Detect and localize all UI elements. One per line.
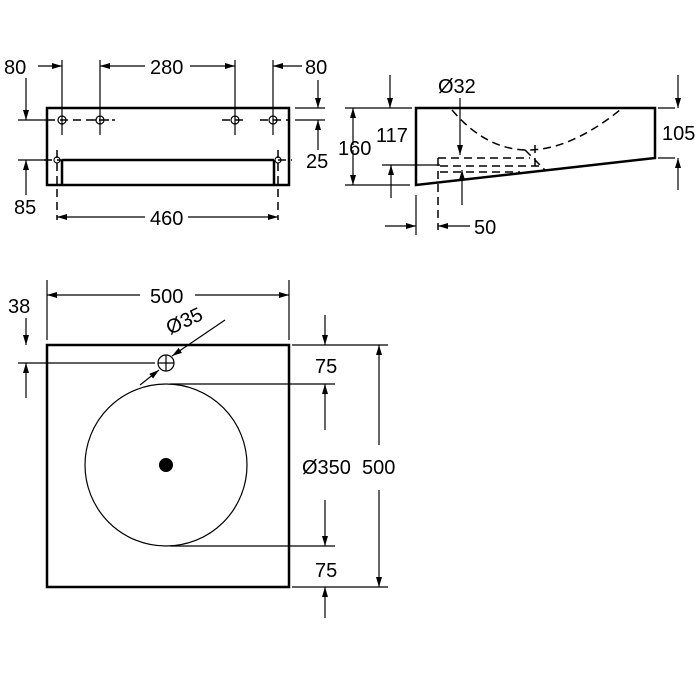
side-view: 160 117 Ø32 105 50 [338, 75, 695, 239]
dim-bowl-diameter: Ø350 [302, 457, 351, 479]
drain-hole [159, 458, 173, 472]
front-outline [45, 106, 291, 187]
dim-width: 500 [150, 286, 183, 308]
mounting-holes [44, 60, 292, 220]
bowl-circle [84, 383, 248, 547]
dim-outlet-offset: 50 [474, 217, 496, 239]
dim-bowl-top-margin: 75 [315, 356, 337, 378]
dim-right-offset: 80 [305, 57, 327, 79]
dim-total-height: 160 [338, 138, 371, 160]
bracket-outline [60, 158, 276, 185]
dim-bracket-height: 85 [14, 197, 36, 219]
dim-left-offset: 80 [4, 57, 26, 79]
dim-hole-spacing: 280 [150, 57, 183, 79]
dim-tap-diameter: Ø35 [163, 304, 207, 340]
dim-front-height: 105 [662, 123, 695, 145]
dim-bowl-bottom-margin: 75 [315, 560, 337, 582]
front-view: 80 280 80 25 85 460 [4, 57, 328, 230]
dim-bracket-spacing: 460 [150, 208, 183, 230]
dim-outlet-diameter: Ø32 [438, 76, 476, 98]
top-view: 500 38 Ø35 75 Ø350 75 500 [8, 280, 395, 618]
dim-outlet-height: 117 [376, 125, 408, 147]
side-outline [414, 106, 657, 187]
bowl-hidden-line [451, 109, 621, 151]
dim-tap-offset: 38 [8, 296, 30, 318]
dim-hole-depth: 25 [306, 151, 328, 173]
basin-outline [45, 343, 291, 589]
dim-depth: 500 [362, 457, 395, 479]
